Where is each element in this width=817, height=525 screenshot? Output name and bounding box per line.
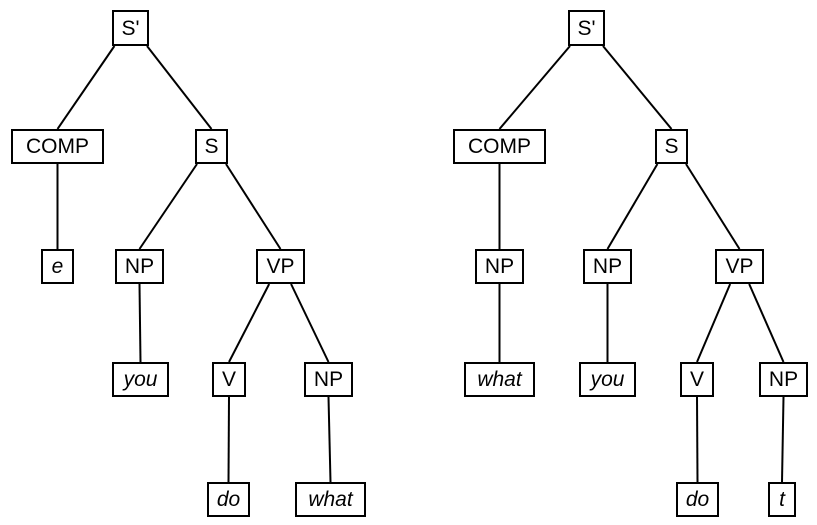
- tree-edge-l-vp-to-l-v: [228, 283, 271, 363]
- tree-edge-r-np2-to-r-t: [781, 396, 785, 483]
- tree-node-r-s: S: [655, 129, 688, 164]
- tree-node-r-np2: NP: [759, 362, 808, 397]
- tree-edge-l-sbar-to-l-comp: [56, 45, 116, 130]
- tree-edge-l-sbar-to-l-s: [146, 45, 213, 130]
- tree-node-l-do: do: [207, 482, 250, 517]
- tree-edge-l-s-to-l-vp: [225, 163, 282, 250]
- tree-node-l-v: V: [212, 362, 246, 397]
- tree-node-r-you: you: [579, 362, 636, 397]
- tree-node-l-what: what: [295, 482, 366, 517]
- tree-node-l-np1: NP: [115, 249, 164, 284]
- tree-edge-l-np2-to-l-what: [327, 396, 332, 483]
- tree-node-l-s: S: [195, 129, 228, 164]
- tree-node-l-comp: COMP: [11, 129, 104, 164]
- tree-edge-l-np1-to-l-you: [138, 283, 142, 363]
- tree-node-l-vp: VP: [256, 249, 305, 284]
- tree-node-r-np1: NP: [583, 249, 632, 284]
- tree-edge-r-v-to-r-do: [696, 396, 699, 483]
- tree-edge-l-v-to-l-do: [227, 396, 230, 483]
- tree-node-r-np0: NP: [475, 249, 524, 284]
- tree-node-l-np2: NP: [304, 362, 353, 397]
- tree-node-l-e: e: [41, 249, 74, 284]
- tree-node-r-do: do: [676, 482, 719, 517]
- tree-edge-l-s-to-l-np1: [138, 163, 198, 250]
- tree-node-r-what: what: [464, 362, 535, 397]
- tree-edge-l-vp-to-l-np2: [290, 283, 330, 363]
- tree-node-r-sbar: S': [568, 10, 605, 46]
- tree-node-r-v: V: [680, 362, 714, 397]
- tree-edge-r-sbar-to-r-s: [602, 45, 673, 130]
- tree-node-r-comp: COMP: [453, 129, 546, 164]
- tree-node-l-you: you: [112, 362, 169, 397]
- tree-node-l-sbar: S': [112, 10, 149, 46]
- tree-edge-r-vp-to-r-v: [696, 283, 732, 363]
- tree-node-r-t: t: [768, 482, 796, 517]
- tree-edge-r-sbar-to-r-comp: [498, 45, 571, 130]
- tree-edge-r-s-to-r-vp: [685, 163, 741, 250]
- tree-edge-r-s-to-r-np1: [606, 163, 659, 250]
- tree-edge-r-vp-to-r-np2: [748, 283, 785, 363]
- tree-node-r-vp: VP: [715, 249, 764, 284]
